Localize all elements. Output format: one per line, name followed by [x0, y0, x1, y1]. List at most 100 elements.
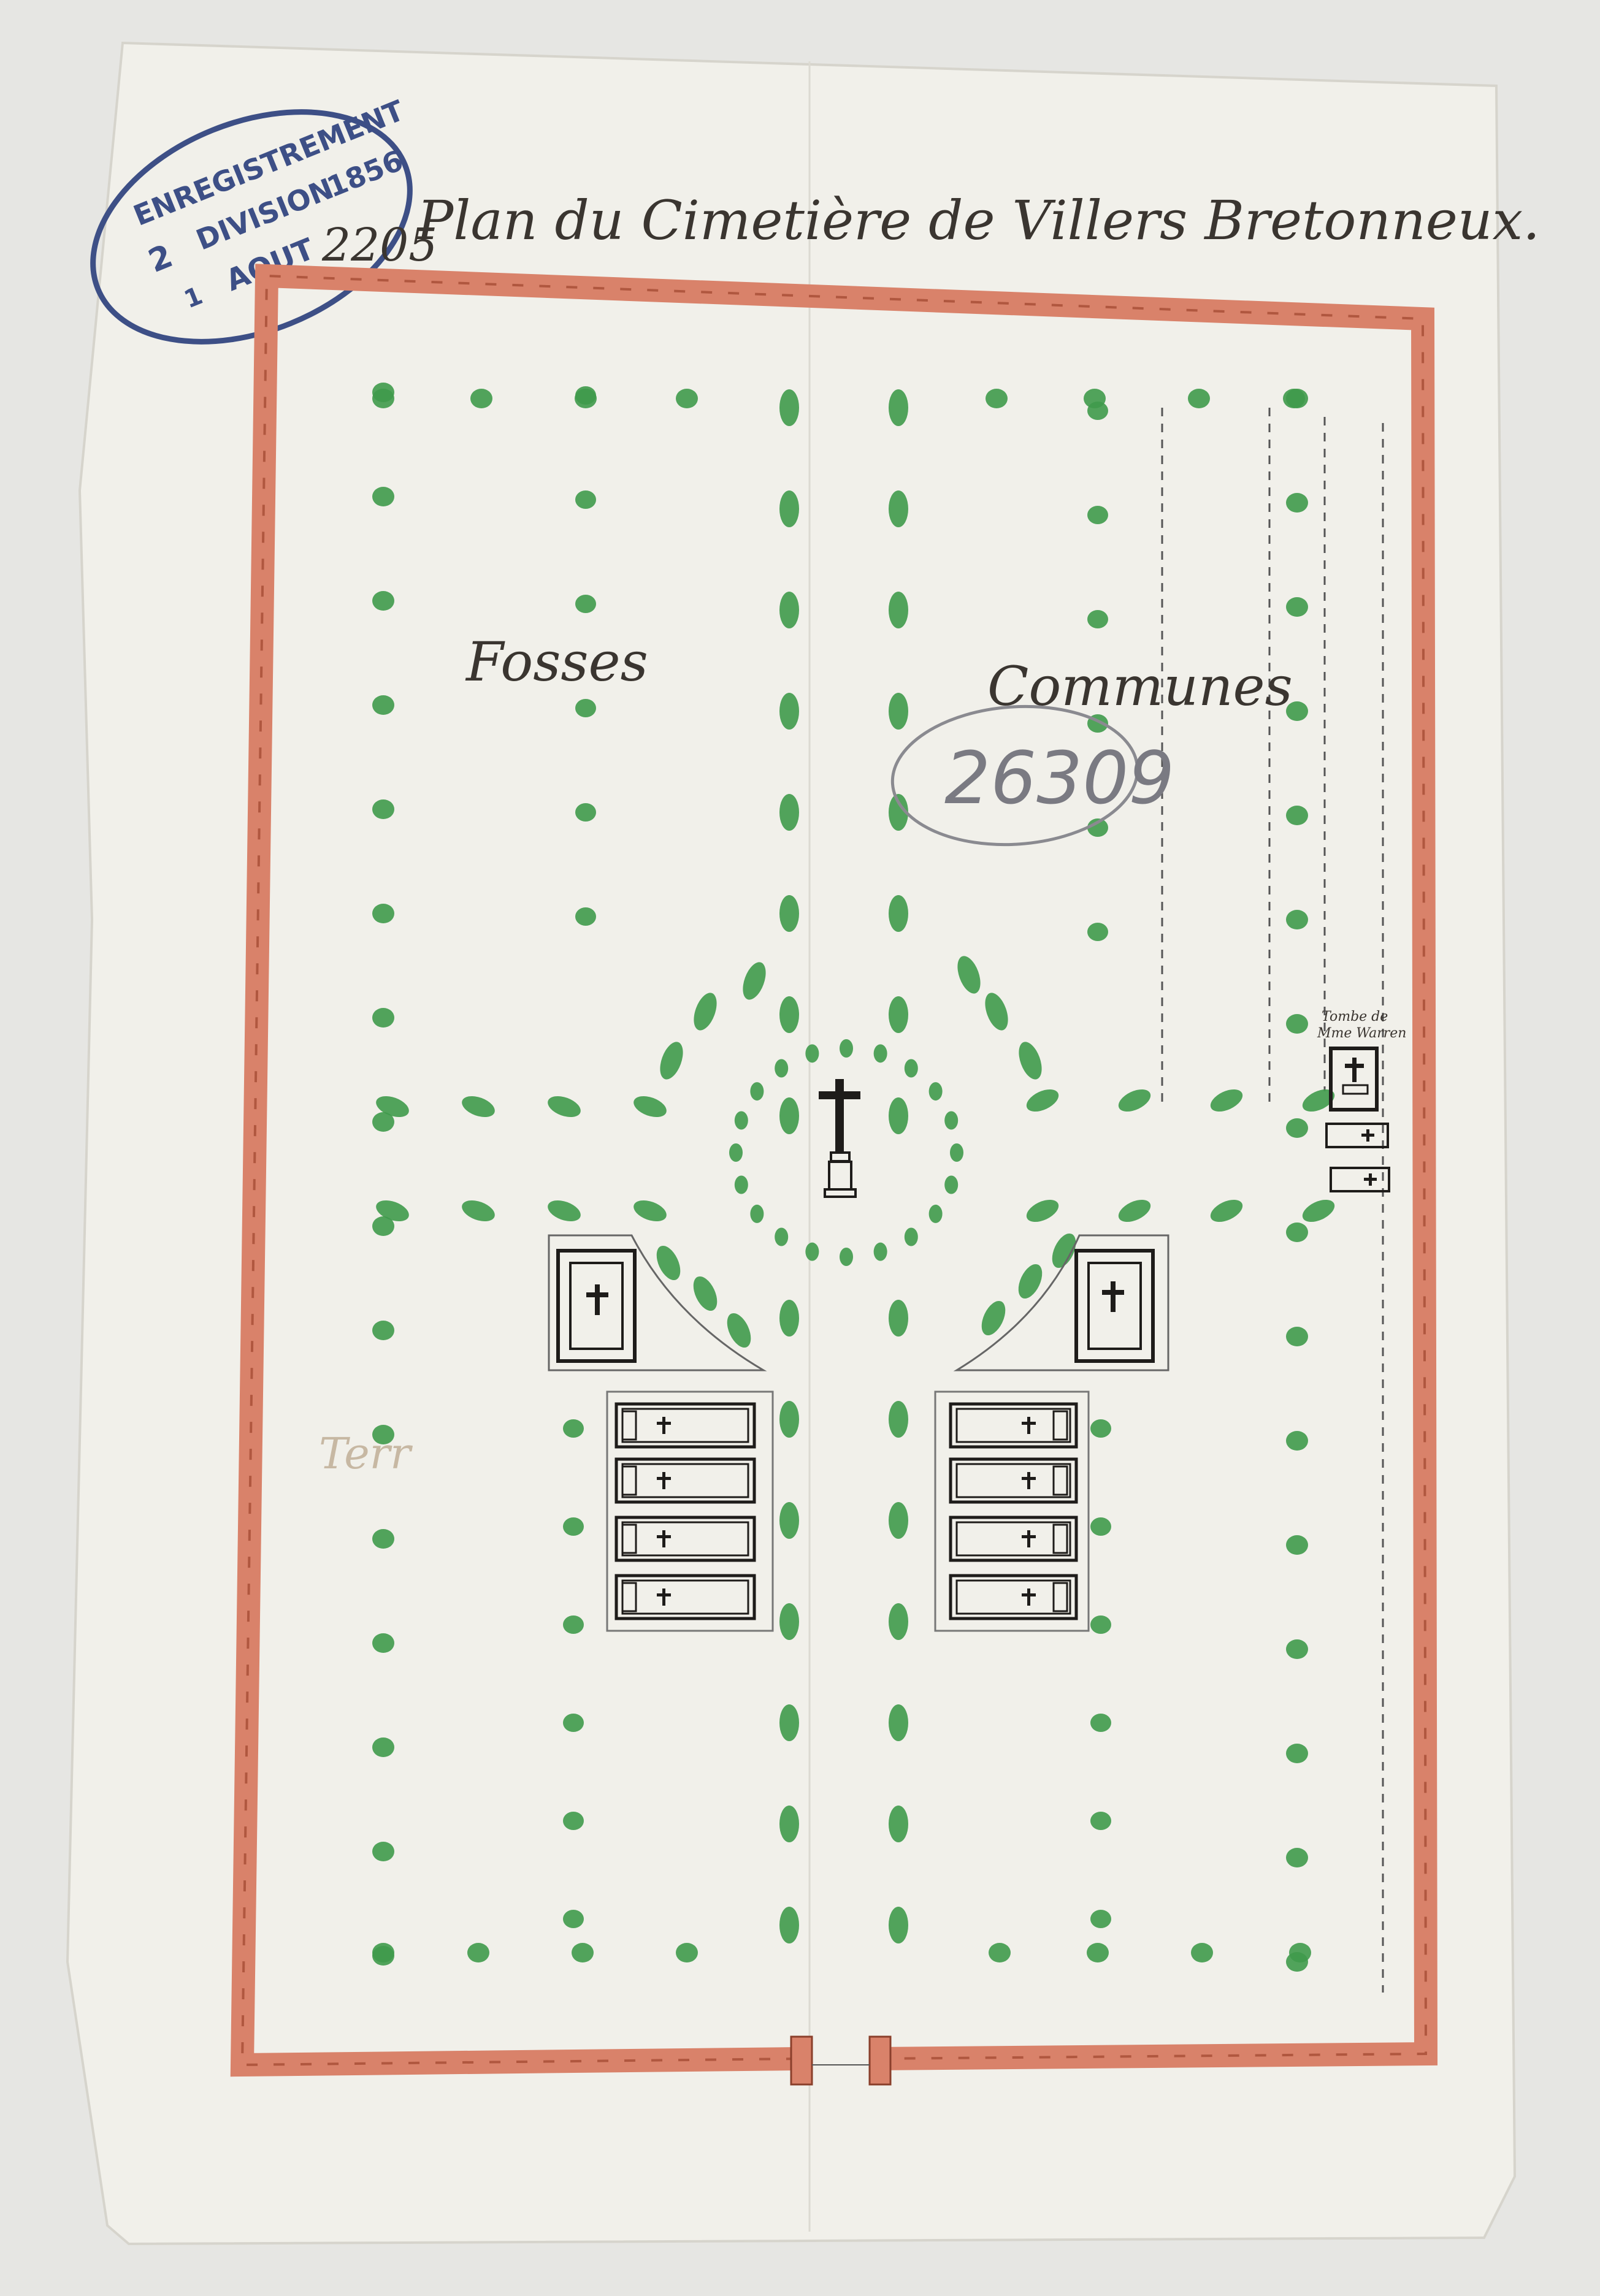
grave: [949, 1574, 1078, 1620]
tree-icon: [372, 1943, 394, 1962]
tree-icon: [779, 389, 799, 426]
tree-icon: [660, 1042, 683, 1080]
tree-icon: [750, 1082, 764, 1101]
label-terre: Terr: [319, 1428, 413, 1479]
tree-icon: [693, 1276, 718, 1311]
tree-icon: [372, 1737, 394, 1757]
label-communes: Communes: [987, 655, 1293, 718]
tree-icon: [1210, 1199, 1243, 1222]
tree-icon: [904, 1227, 918, 1246]
tree-icon: [462, 1096, 495, 1118]
tree-icon: [656, 1245, 681, 1281]
tree-icon: [985, 993, 1008, 1031]
tree-icon: [1090, 1714, 1111, 1732]
tree-icon: [1286, 806, 1308, 825]
tree-icon: [575, 907, 596, 926]
tree-icon: [575, 490, 596, 509]
tree-icon: [986, 389, 1008, 408]
central-cross-monument: [819, 1079, 860, 1198]
tree-icon: [950, 1143, 963, 1162]
tree-icon: [779, 1401, 799, 1438]
tree-icon: [779, 1502, 799, 1539]
tree-icon: [779, 490, 799, 527]
tree-icon: [1286, 1848, 1308, 1867]
tree-icon: [1302, 1199, 1335, 1222]
tree-icon: [1090, 1517, 1111, 1536]
cross-icon: [835, 1079, 844, 1153]
grave: [614, 1574, 756, 1620]
cross-icon: [1111, 1281, 1116, 1312]
gate-pillar-right: [868, 2035, 892, 2086]
grave: [949, 1457, 1078, 1504]
tree-icon: [372, 1112, 394, 1132]
tree-icon: [889, 389, 908, 426]
tree-icon: [372, 1321, 394, 1340]
tree-icon: [1286, 701, 1308, 721]
tree-icon: [1052, 1233, 1076, 1268]
tree-icon: [372, 487, 394, 506]
tree-icon: [462, 1200, 495, 1222]
tree-icon: [376, 1200, 409, 1222]
tree-icon: [1026, 1199, 1059, 1222]
tree-icon: [1118, 1089, 1151, 1112]
pencil-reference-number: 26309: [944, 736, 1174, 820]
tree-icon: [694, 993, 717, 1031]
tree-icon: [779, 794, 799, 831]
tree-icon: [1019, 1042, 1042, 1080]
tree-icon: [779, 693, 799, 730]
pencil-circle: [890, 704, 1139, 847]
tree-icon: [889, 592, 908, 628]
tree-icon: [779, 1907, 799, 1943]
tree-icon: [944, 1111, 959, 1130]
tree-icon: [372, 1633, 394, 1653]
tree-icon: [1286, 1118, 1308, 1138]
trees-layer: [372, 383, 1335, 1972]
tree-icon: [575, 389, 597, 408]
tree-icon: [575, 595, 596, 613]
tree-icon: [904, 1059, 918, 1078]
tree-icon: [779, 1603, 799, 1640]
tree-icon: [1210, 1089, 1243, 1112]
tree-icon: [889, 794, 908, 831]
tree-icon: [889, 1806, 908, 1842]
tree-icon: [889, 1300, 908, 1337]
tree-icon: [779, 592, 799, 628]
tree-icon: [1286, 1014, 1308, 1034]
tree-icon: [1286, 910, 1308, 929]
tree-icon: [1286, 1431, 1308, 1451]
warren-tomb: [1329, 1047, 1379, 1112]
tree-icon: [1286, 1327, 1308, 1346]
tree-icon: [676, 389, 698, 408]
tree-icon: [372, 1425, 394, 1444]
tree-icon: [372, 695, 394, 715]
tree-icon: [889, 1704, 908, 1741]
tree-icon: [889, 693, 908, 730]
tree-icon: [873, 1044, 887, 1063]
tree-icon: [1286, 597, 1308, 617]
label-fosses: Fosses: [465, 630, 648, 693]
tree-icon: [779, 1806, 799, 1842]
grave: [949, 1402, 1078, 1449]
tree-icon: [729, 1143, 743, 1162]
tree-icon: [563, 1812, 584, 1830]
tree-icon: [563, 1910, 584, 1928]
tree-icon: [889, 1401, 908, 1438]
tree-icon: [575, 699, 596, 717]
left-family-tomb: [548, 1234, 767, 1371]
tree-icon: [372, 591, 394, 611]
tree-icon: [467, 1943, 489, 1962]
tree-icon: [889, 1907, 908, 1943]
stamp-handwritten-number: 2205: [321, 219, 437, 272]
tree-icon: [779, 1704, 799, 1741]
tree-icon: [805, 1242, 819, 1261]
tree-icon: [734, 1175, 748, 1194]
tree-icon: [563, 1714, 584, 1732]
tree-icon: [1289, 1943, 1311, 1962]
tree-icon: [805, 1044, 819, 1063]
tree-icon: [957, 956, 981, 994]
right-family-tomb: [953, 1234, 1169, 1371]
tree-icon: [981, 1300, 1006, 1336]
tree-icon: [376, 1096, 409, 1118]
tree-icon: [734, 1111, 748, 1130]
tree-icon: [743, 962, 766, 1000]
